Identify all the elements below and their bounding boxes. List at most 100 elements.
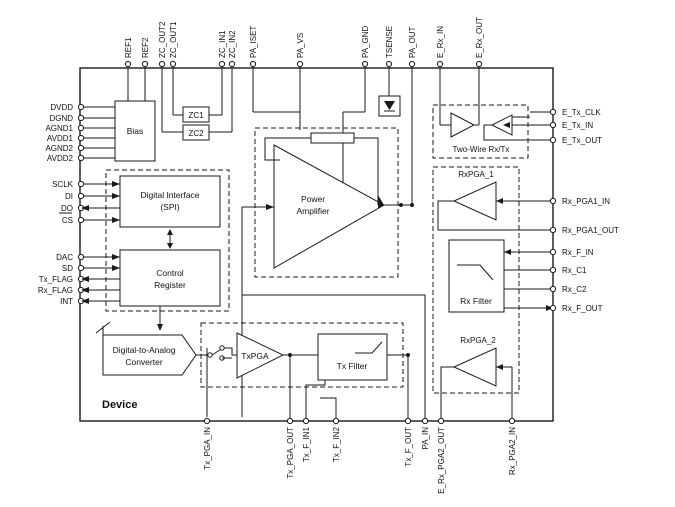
pin-e-rx-pga2-out (437, 417, 445, 425)
pin-label-pa-iset: PA_ISET (249, 26, 258, 58)
pin-label-cs: CS (62, 216, 73, 225)
pin-label-zc-out2: ZC_OUT2 (158, 21, 167, 58)
left-pins: DVDD DGND AGND1 AVDD1 AGND2 AVDD2 SCLK D… (38, 103, 120, 306)
pin-e-tx-clk (549, 108, 557, 116)
pin-sclk (77, 180, 85, 188)
top-pins: REF1 REF2 ZC_OUT2 ZC_OUT1 ZC_IN1 ZC_IN2 … (115, 17, 484, 205)
pin-zc-out2 (158, 60, 166, 68)
tx-switch (206, 345, 237, 417)
two-wire-group-outline (432, 104, 529, 159)
digital-interface-block: Digital Interface (SPI) (119, 175, 221, 228)
power-amplifier: Power Amplifier (273, 144, 386, 269)
pin-label-int: INT (60, 297, 73, 306)
pin-avdd2 (77, 154, 85, 162)
pin-e-tx-in (549, 121, 557, 129)
bias-block: Bias (114, 100, 156, 162)
pin-label-zc-in1: ZC_IN1 (218, 30, 227, 58)
pin-dac (77, 253, 85, 261)
pin-label-dac: DAC (56, 253, 73, 262)
pin-label-rx-c2: Rx_C2 (562, 285, 587, 294)
rxpga1-label: RxPGA_1 (458, 170, 494, 179)
pin-label-rx-pga1-out: Rx_PGA1_OUT (562, 226, 619, 235)
rx-filter-block: Rx Filter (448, 239, 505, 313)
control-register-sublabel: Register (154, 280, 186, 290)
device-label: Device (102, 399, 137, 411)
pin-label-pa-gnd: PA_GND (361, 25, 370, 58)
txpga-amplifier: TxPGA (236, 332, 285, 379)
pin-pa-gnd (361, 60, 369, 68)
control-register-block: Control Register (119, 249, 221, 307)
pin-e-rx-out (475, 60, 483, 68)
pa-label: Power (301, 194, 325, 204)
zc-blocks: ZC1 ZC2 (182, 106, 210, 141)
pin-label-tx-pga-in: Tx_PGA_IN (203, 427, 212, 470)
rxpga1-amplifier: RxPGA_1 (452, 170, 497, 221)
tx-filter-block: Tx Filter (317, 333, 388, 381)
pin-label-tx-f-in2: Tx_F_IN2 (332, 426, 341, 462)
pin-tx-f-in2 (332, 417, 340, 425)
pin-tx-pga-in (203, 417, 211, 425)
pin-di (77, 192, 85, 200)
pin-label-dgnd: DGND (49, 114, 73, 123)
digital-interface-label: Digital Interface (140, 190, 199, 200)
pin-sd (77, 264, 85, 272)
pin-label-rx-pga1-in: Rx_PGA1_IN (562, 197, 610, 206)
pin-e-rx-in (436, 60, 444, 68)
pin-label-e-rx-out: E_Rx_OUT (475, 17, 484, 58)
right-pins: E_Tx_CLK E_Tx_IN E_Tx_OUT Rx_PGA1_IN Rx_… (549, 108, 619, 313)
pin-cs (77, 216, 85, 224)
pin-label-zc-out1: ZC_OUT1 (169, 21, 178, 58)
pin-dgnd (77, 114, 85, 122)
pin-label-avdd1: AVDD1 (47, 134, 74, 143)
pin-label-sd: SD (62, 264, 73, 273)
pa-group-outline (254, 127, 399, 278)
pin-label-e-tx-out: E_Tx_OUT (562, 136, 602, 145)
rx-group-outline (432, 166, 520, 394)
pin-label-ref1: REF1 (124, 37, 133, 58)
pin-label-agnd2: AGND2 (45, 144, 73, 153)
pin-zc-out1 (169, 60, 177, 68)
pin-label-ref2: REF2 (141, 37, 150, 58)
dac-block: Digital-to-Analog Converter (95, 321, 197, 376)
pin-agnd2 (77, 144, 85, 152)
pin-label-tx-f-out: Tx_F_OUT (404, 427, 413, 467)
pin-label-tsense: TSENSE (385, 26, 394, 58)
pin-pa-vs (296, 60, 304, 68)
pin-label-e-tx-in: E_Tx_IN (562, 121, 593, 130)
pin-pa-in (421, 417, 429, 425)
pin-ref1 (124, 60, 132, 68)
pin-e-tx-out (549, 136, 557, 144)
pin-label-rx-f-in: Rx_F_IN (562, 248, 594, 257)
pin-pa-out (408, 60, 416, 68)
bottom-pins: Tx_PGA_IN Tx_PGA_OUT Tx_F_IN1 Tx_F_IN2 T… (203, 417, 517, 494)
pin-label-sclk: SCLK (52, 180, 74, 189)
pin-label-di: DI (65, 192, 73, 201)
pin-ref2 (141, 60, 149, 68)
pin-label-rx-f-out: Rx_F_OUT (562, 304, 603, 313)
txpga-label: TxPGA (241, 351, 269, 361)
digital-interface-sublabel: (SPI) (160, 202, 180, 212)
pin-label-tx-pga-out: Tx_PGA_OUT (286, 427, 295, 479)
pin-rx-pga1-in (549, 197, 557, 205)
digital-group-outline (105, 169, 230, 312)
pin-label-zc-in2: ZC_IN2 (228, 30, 237, 58)
pin-tx-pga-out (286, 417, 294, 425)
pin-label-pa-out: PA_OUT (408, 26, 417, 58)
pin-zc-in1 (218, 60, 226, 68)
pin-label-do: DO (61, 204, 73, 213)
feedback-resistor (310, 132, 355, 144)
pin-tx-f-out (404, 417, 412, 425)
tx-filter-label: Tx Filter (337, 361, 368, 371)
pin-label-e-tx-clk: E_Tx_CLK (562, 108, 601, 117)
pin-label-tx-f-in1: Tx_F_IN1 (302, 426, 311, 462)
bias-label: Bias (127, 126, 144, 136)
zc1-block (182, 106, 210, 123)
pin-label-rx-flag: Rx_FLAG (38, 286, 73, 295)
rx-filter-label: Rx Filter (460, 296, 492, 306)
pin-label-pa-in: PA_IN (421, 427, 430, 450)
pa-sublabel: Amplifier (296, 206, 329, 216)
pin-tsense (385, 60, 393, 68)
pin-label-dvdd: DVDD (50, 103, 73, 112)
